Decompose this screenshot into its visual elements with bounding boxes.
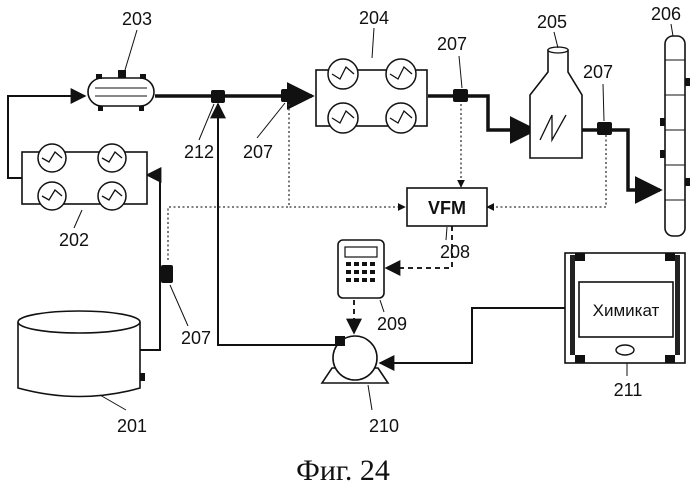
- label-208: 208: [440, 242, 470, 262]
- chemical-container: Химикат: [565, 253, 685, 363]
- label-206: 206: [651, 4, 681, 24]
- pipe-chemical-to-pump: [380, 308, 572, 363]
- flow-sensor-207d: [161, 265, 173, 283]
- label-201: 201: [117, 416, 147, 436]
- label-207-top: 207: [437, 34, 467, 54]
- label-207-bottom: 207: [181, 328, 211, 348]
- distillation-column: [660, 36, 690, 236]
- label-207-middle: 207: [243, 142, 273, 162]
- flow-sensor-207b: [281, 89, 296, 102]
- heat-exchanger-202: [22, 144, 147, 210]
- label-212: 212: [184, 142, 214, 162]
- label-209: 209: [377, 314, 407, 334]
- storage-tank: [18, 311, 145, 397]
- label-210: 210: [369, 416, 399, 436]
- label-204: 204: [359, 8, 389, 28]
- label-203: 203: [122, 9, 152, 29]
- vfm-unit: VFM: [407, 188, 487, 226]
- figure-caption: Фиг. 24: [296, 454, 390, 487]
- vfm-label: VFM: [428, 198, 466, 218]
- injection-point-212: [211, 90, 225, 103]
- label-205: 205: [537, 12, 567, 32]
- controller-device: [338, 240, 384, 298]
- label-211: 211: [614, 380, 643, 400]
- pipe-furnace-to-column: [570, 130, 660, 190]
- flow-sensor-207c: [453, 89, 468, 102]
- signal-sensor-207d-to-vfm: [168, 207, 289, 260]
- label-202: 202: [59, 230, 89, 250]
- chemical-label: Химикат: [593, 301, 660, 320]
- label-207-right: 207: [583, 62, 613, 82]
- pipe-exchanger-to-furnace: [428, 96, 535, 130]
- furnace: [530, 47, 582, 158]
- pump: [322, 336, 388, 383]
- pipe-pump-to-injection: [218, 104, 335, 345]
- heat-exchanger-204: [316, 59, 427, 133]
- separator-vessel: [88, 70, 154, 111]
- flow-sensor-207e: [597, 122, 612, 135]
